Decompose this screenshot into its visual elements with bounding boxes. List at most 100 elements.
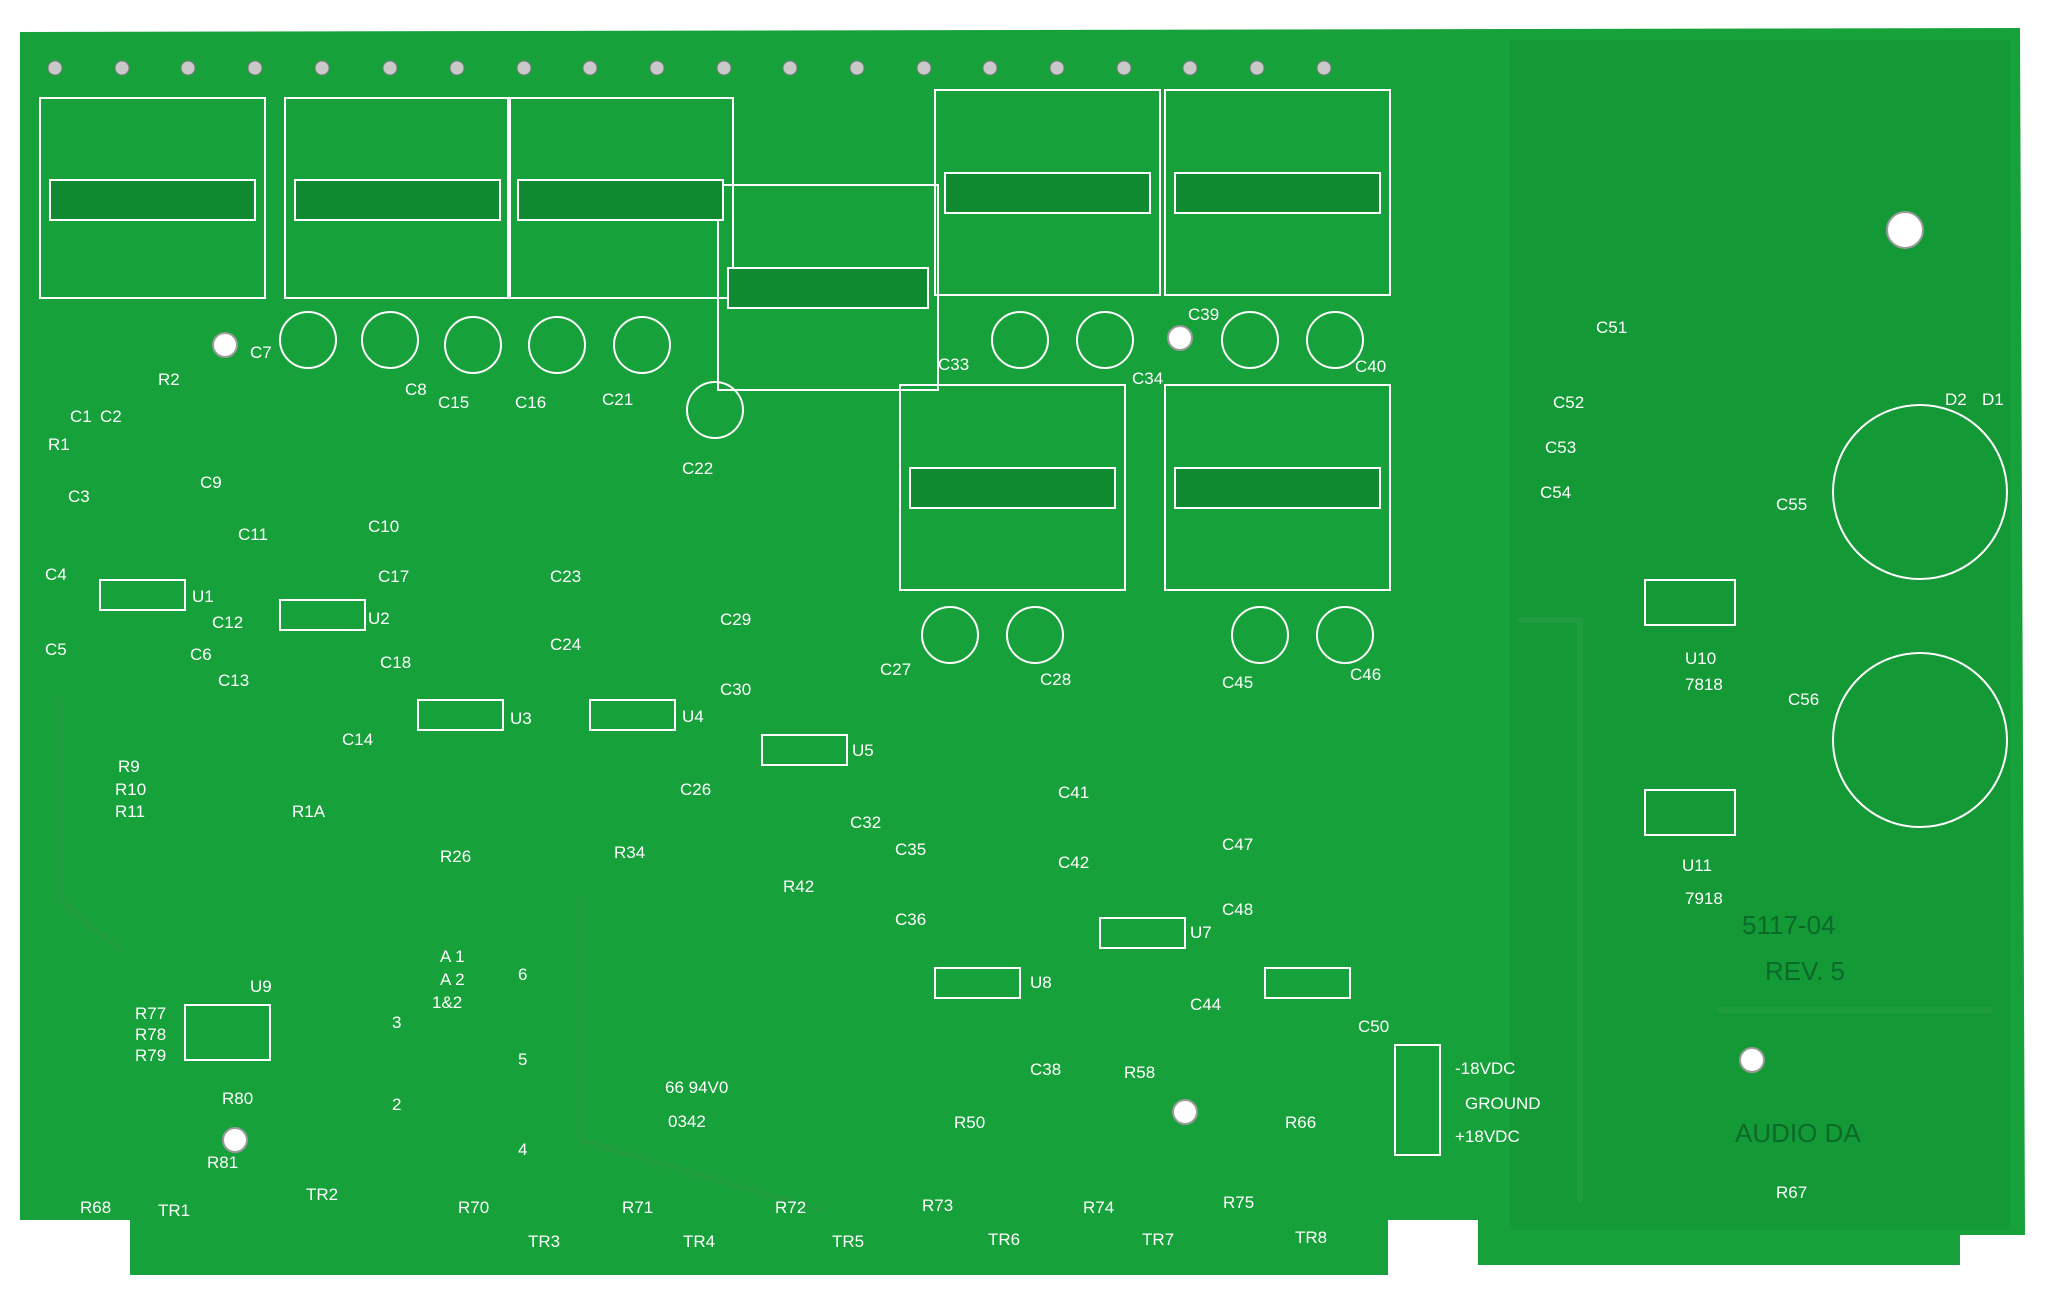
label-U8: U8 [1030, 973, 1052, 992]
label-D2: D2 [1945, 390, 1967, 409]
label-C30: C30 [720, 680, 751, 699]
label-U10: U10 [1685, 649, 1716, 668]
label-7818: 7818 [1685, 675, 1723, 694]
label-R2: R2 [158, 370, 180, 389]
label-C33: C33 [938, 355, 969, 374]
label-C27: C27 [880, 660, 911, 679]
label-R10: R10 [115, 780, 146, 799]
label-C21: C21 [602, 390, 633, 409]
label-C24: C24 [550, 635, 581, 654]
label-C39: C39 [1188, 305, 1219, 324]
label-plus-18vdc: +18VDC [1455, 1127, 1520, 1146]
label-C14: C14 [342, 730, 373, 749]
label-R72: R72 [775, 1198, 806, 1217]
label-C3: C3 [68, 487, 90, 506]
label-revision: REV. 5 [1765, 956, 1845, 986]
label-C55: C55 [1776, 495, 1807, 514]
label-TR8: TR8 [1295, 1228, 1327, 1247]
label-U3: U3 [510, 709, 532, 728]
label-C18: C18 [380, 653, 411, 672]
label-C26: C26 [680, 780, 711, 799]
label-TR6: TR6 [988, 1230, 1020, 1249]
label-C2: C2 [100, 407, 122, 426]
label-C50: C50 [1358, 1017, 1389, 1036]
label-U4: U4 [682, 707, 704, 726]
label-C41: C41 [1058, 783, 1089, 802]
label-TR3: TR3 [528, 1232, 560, 1251]
label-6: 6 [518, 965, 527, 984]
label-R26: R26 [440, 847, 471, 866]
label-C13: C13 [218, 671, 249, 690]
label-product-name: AUDIO DA [1735, 1118, 1861, 1148]
label-C8: C8 [405, 380, 427, 399]
label-C16: C16 [515, 393, 546, 412]
label-C29: C29 [720, 610, 751, 629]
electrolytic-capacitor-outlines [279, 311, 2008, 828]
label-C56: C56 [1788, 690, 1819, 709]
label-C15: C15 [438, 393, 469, 412]
label-R70: R70 [458, 1198, 489, 1217]
label-TR5: TR5 [832, 1232, 864, 1251]
label-U11: U11 [1682, 856, 1712, 875]
label-C12: C12 [212, 613, 243, 632]
label-minus-18vdc: -18VDC [1455, 1059, 1515, 1078]
label-C48: C48 [1222, 900, 1253, 919]
label-R77: R77 [135, 1004, 166, 1023]
label-C54: C54 [1540, 483, 1571, 502]
label-R74: R74 [1083, 1198, 1114, 1217]
label-R1A: R1A [292, 802, 326, 821]
label-TR4: TR4 [683, 1232, 715, 1251]
label-R11: R11 [115, 802, 145, 821]
label-C44: C44 [1190, 995, 1221, 1014]
label-C4: C4 [45, 565, 67, 584]
label-C51: C51 [1596, 318, 1627, 337]
label-R50: R50 [954, 1113, 985, 1132]
label-R79: R79 [135, 1046, 166, 1065]
label-R42: R42 [783, 877, 814, 896]
label-R81: R81 [207, 1153, 238, 1172]
label-R71: R71 [622, 1198, 653, 1217]
label-R78: R78 [135, 1025, 166, 1044]
label-C10: C10 [368, 517, 399, 536]
label-1and2: 1&2 [432, 993, 462, 1012]
label-U1: U1 [192, 587, 214, 606]
mounting-holes [212, 211, 1924, 1153]
transformer-outlines [39, 89, 1391, 591]
label-R58: R58 [1124, 1063, 1155, 1082]
label-a1: A 1 [440, 947, 465, 966]
label-U5: U5 [852, 741, 874, 760]
label-C6: C6 [190, 645, 212, 664]
label-U7: U7 [1190, 923, 1212, 942]
label-C9: C9 [200, 473, 222, 492]
label-U2: U2 [368, 609, 390, 628]
label-4: 4 [518, 1140, 527, 1159]
label-C23: C23 [550, 567, 581, 586]
label-R73: R73 [922, 1196, 953, 1215]
label-3: 3 [392, 1013, 401, 1032]
label-C28: C28 [1040, 670, 1071, 689]
label-date-code: 0342 [668, 1112, 706, 1131]
label-C32: C32 [850, 813, 881, 832]
label-2: 2 [392, 1095, 401, 1114]
label-R67: R67 [1776, 1183, 1807, 1202]
pcb-substrate [20, 28, 2025, 1275]
label-ground: GROUND [1465, 1094, 1541, 1113]
ground-plane-region [1510, 40, 2010, 1230]
label-R34: R34 [614, 843, 645, 862]
label-C22: C22 [682, 459, 713, 478]
label-C40: C40 [1355, 357, 1386, 376]
label-C47: C47 [1222, 835, 1253, 854]
label-R9: R9 [118, 757, 140, 776]
label-C11: C11 [238, 525, 268, 544]
label-ul-rating: 66 94V0 [665, 1078, 728, 1097]
label-5: 5 [518, 1050, 527, 1069]
label-C46: C46 [1350, 665, 1381, 684]
label-7918: 7918 [1685, 889, 1723, 908]
label-R75: R75 [1223, 1193, 1254, 1212]
ic-footprints [99, 579, 1736, 1156]
label-C36: C36 [895, 910, 926, 929]
label-R80: R80 [222, 1089, 253, 1108]
label-C38: C38 [1030, 1060, 1061, 1079]
label-TR7: TR7 [1142, 1230, 1174, 1249]
